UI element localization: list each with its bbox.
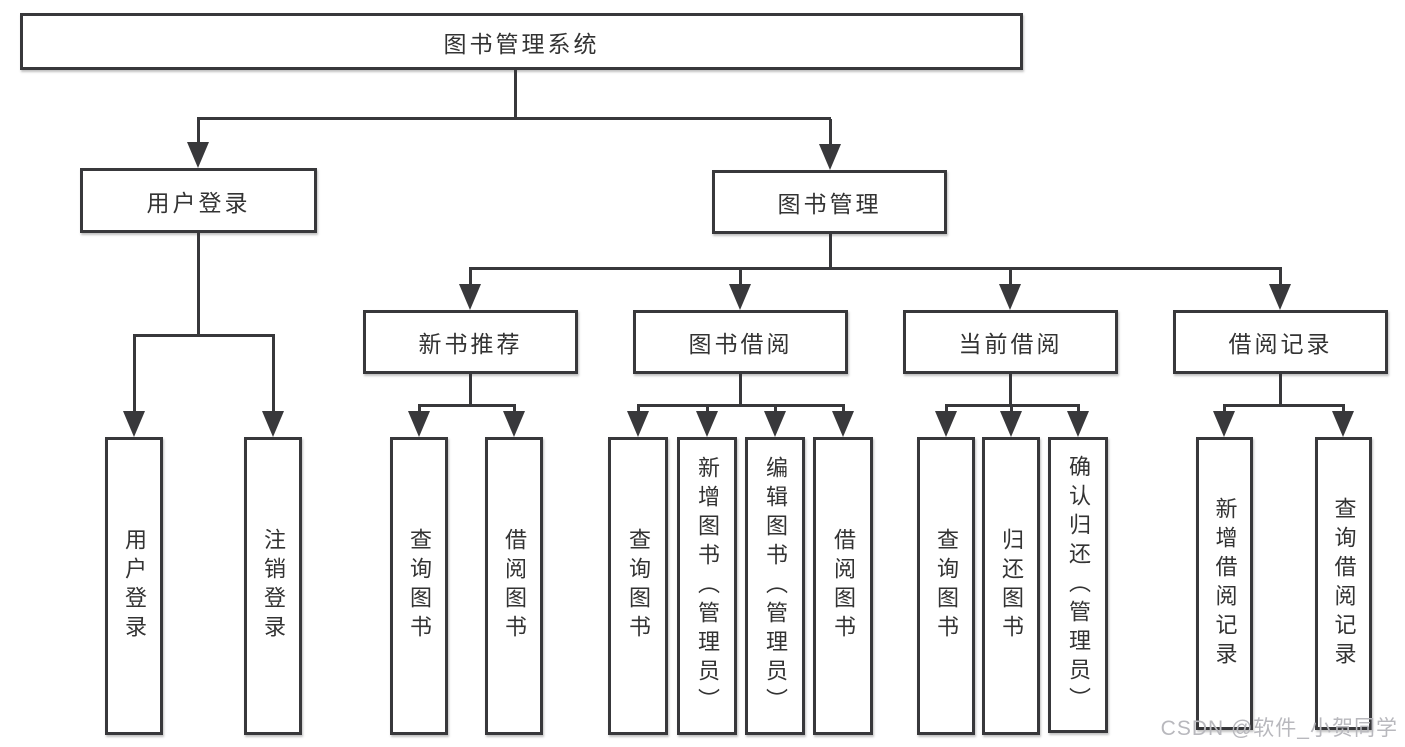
connector-arrowhead [1067, 411, 1089, 437]
node-borrow-book-recommend-label: 借阅图书 [502, 528, 527, 644]
connector-line [1077, 406, 1080, 414]
connector-line [1010, 406, 1013, 414]
node-query-borrow-record: 查询借阅记录 [1315, 437, 1372, 730]
node-confirm-return-admin: 确认归还（管理员） [1048, 437, 1108, 733]
connector-line [418, 404, 516, 407]
csdn-watermark: CSDN @软件_小贺同学 [1160, 717, 1398, 740]
node-query-book-borrowing-label: 查询图书 [626, 528, 651, 644]
connector-arrowhead [123, 411, 145, 437]
node-query-book-recommend: 查询图书 [390, 437, 448, 735]
node-borrow-book-recommend: 借阅图书 [485, 437, 543, 735]
connector-arrowhead [459, 284, 481, 310]
node-current-borrowing-label: 当前借阅 [958, 331, 1063, 357]
node-borrow-book-leaf-label: 借阅图书 [831, 528, 856, 644]
node-user-login-leaf-label: 用户登录 [122, 528, 147, 644]
node-book-management: 图书管理 [712, 170, 947, 234]
connector-line [706, 406, 709, 414]
node-add-book-admin-label: 新增图书（管理员） [695, 455, 720, 717]
connector-arrowhead [832, 411, 854, 437]
node-return-book-label: 归还图书 [999, 528, 1024, 644]
connector-line [739, 269, 742, 285]
node-root: 图书管理系统 [20, 13, 1023, 70]
node-edit-book-admin: 编辑图书（管理员） [745, 437, 805, 735]
connector-arrowhead [1000, 411, 1022, 437]
connector-line [1223, 406, 1226, 414]
connector-line [469, 269, 472, 285]
connector-line [842, 406, 845, 414]
node-add-borrow-record: 新增借阅记录 [1196, 437, 1253, 730]
connector-arrowhead [729, 284, 751, 310]
node-user-login-leaf: 用户登录 [105, 437, 163, 735]
node-book-borrowing-label: 图书借阅 [688, 331, 793, 357]
connector-arrowhead [503, 411, 525, 437]
connector-line [197, 233, 200, 336]
node-new-book-recommend-label: 新书推荐 [418, 331, 523, 357]
connector-line [739, 374, 742, 406]
node-add-book-admin: 新增图书（管理员） [677, 437, 737, 735]
node-borrow-book-leaf: 借阅图书 [813, 437, 873, 735]
connector-line [637, 406, 640, 414]
connector-line [1342, 406, 1345, 414]
connector-line [829, 119, 832, 147]
connector-arrowhead [935, 411, 957, 437]
connector-line [1223, 404, 1345, 407]
node-query-borrow-record-label: 查询借阅记录 [1331, 496, 1357, 671]
connector-line [1009, 269, 1012, 285]
node-logout: 注销登录 [244, 437, 302, 735]
node-query-book-current-label: 查询图书 [934, 528, 959, 644]
connector-arrowhead [187, 142, 209, 168]
node-borrowing-records: 借阅记录 [1173, 310, 1388, 374]
connector-line [1009, 374, 1012, 406]
node-book-borrowing: 图书借阅 [633, 310, 848, 374]
connector-line [945, 406, 948, 414]
connector-arrowhead [1332, 411, 1354, 437]
connector-line [774, 406, 777, 414]
connector-line [133, 334, 275, 337]
node-edit-book-admin-label: 编辑图书（管理员） [763, 455, 788, 717]
connector-arrowhead [627, 411, 649, 437]
connector-arrowhead [1213, 411, 1235, 437]
connector-arrowhead [408, 411, 430, 437]
node-borrowing-records-label: 借阅记录 [1228, 331, 1333, 357]
node-current-borrowing: 当前借阅 [903, 310, 1118, 374]
connector-line [197, 119, 200, 145]
node-user-login-label: 用户登录 [146, 189, 251, 216]
node-query-book-recommend-label: 查询图书 [407, 528, 432, 644]
connector-line [637, 404, 845, 407]
connector-line [197, 117, 831, 120]
connector-line [418, 406, 421, 414]
connector-line [513, 406, 516, 414]
connector-arrowhead [819, 144, 841, 170]
node-return-book: 归还图书 [982, 437, 1040, 735]
connector-line [829, 234, 832, 269]
connector-line [272, 336, 275, 412]
connector-arrowhead [696, 411, 718, 437]
connector-arrowhead [999, 284, 1021, 310]
connector-line [945, 404, 1080, 407]
node-book-management-label: 图书管理 [777, 191, 882, 217]
connector-line [469, 267, 1282, 270]
connector-arrowhead [764, 411, 786, 437]
node-confirm-return-admin-label: 确认归还（管理员） [1066, 454, 1091, 716]
connector-line [1279, 374, 1282, 406]
connector-line [1279, 269, 1282, 285]
node-new-book-recommend: 新书推荐 [363, 310, 578, 374]
node-query-book-current: 查询图书 [917, 437, 975, 735]
node-root-label: 图书管理系统 [443, 30, 600, 57]
connector-arrowhead [1269, 284, 1291, 310]
node-logout-label: 注销登录 [261, 528, 286, 644]
connector-line [469, 374, 472, 406]
node-user-login: 用户登录 [80, 168, 317, 233]
node-query-book-borrowing: 查询图书 [608, 437, 668, 735]
node-add-borrow-record-label: 新增借阅记录 [1212, 496, 1238, 671]
connector-arrowhead [262, 411, 284, 437]
connector-line [514, 70, 517, 119]
connector-line [133, 336, 136, 412]
